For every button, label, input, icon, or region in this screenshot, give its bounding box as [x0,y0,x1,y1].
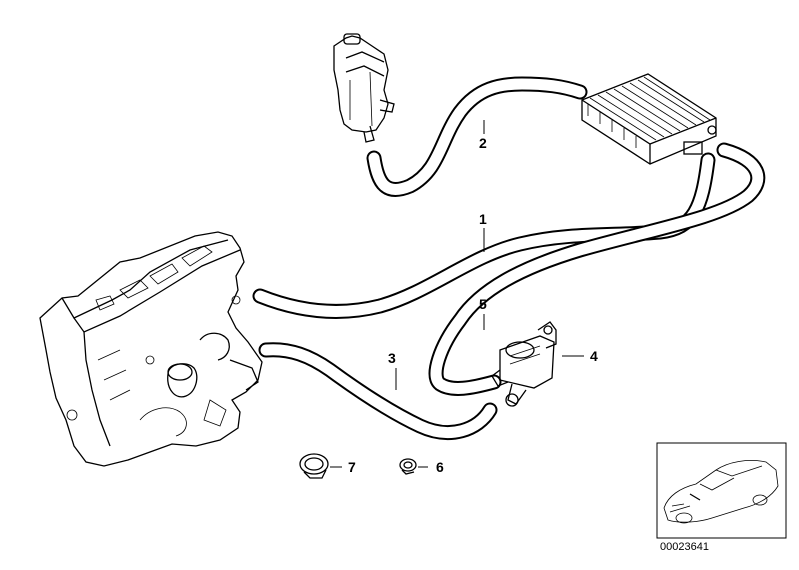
water-valve [491,321,557,407]
hose-2 [366,76,588,197]
callout-7: 7 [348,459,356,475]
callout-6: 6 [436,459,444,475]
heater-core [581,73,717,165]
callout-5: 5 [479,296,487,312]
hose-5 [428,142,766,396]
hose-clamp-7 [299,453,329,479]
engine-block [39,231,263,467]
callout-1: 1 [479,211,487,227]
hose-3 [258,342,498,440]
callout-2: 2 [479,135,487,151]
hose-clamp-6 [399,458,417,475]
callout-3: 3 [388,350,396,366]
vehicle-thumbnail [656,442,787,539]
expansion-tank [333,33,395,143]
image-code: 00023641 [660,541,709,553]
callout-4: 4 [590,348,598,364]
